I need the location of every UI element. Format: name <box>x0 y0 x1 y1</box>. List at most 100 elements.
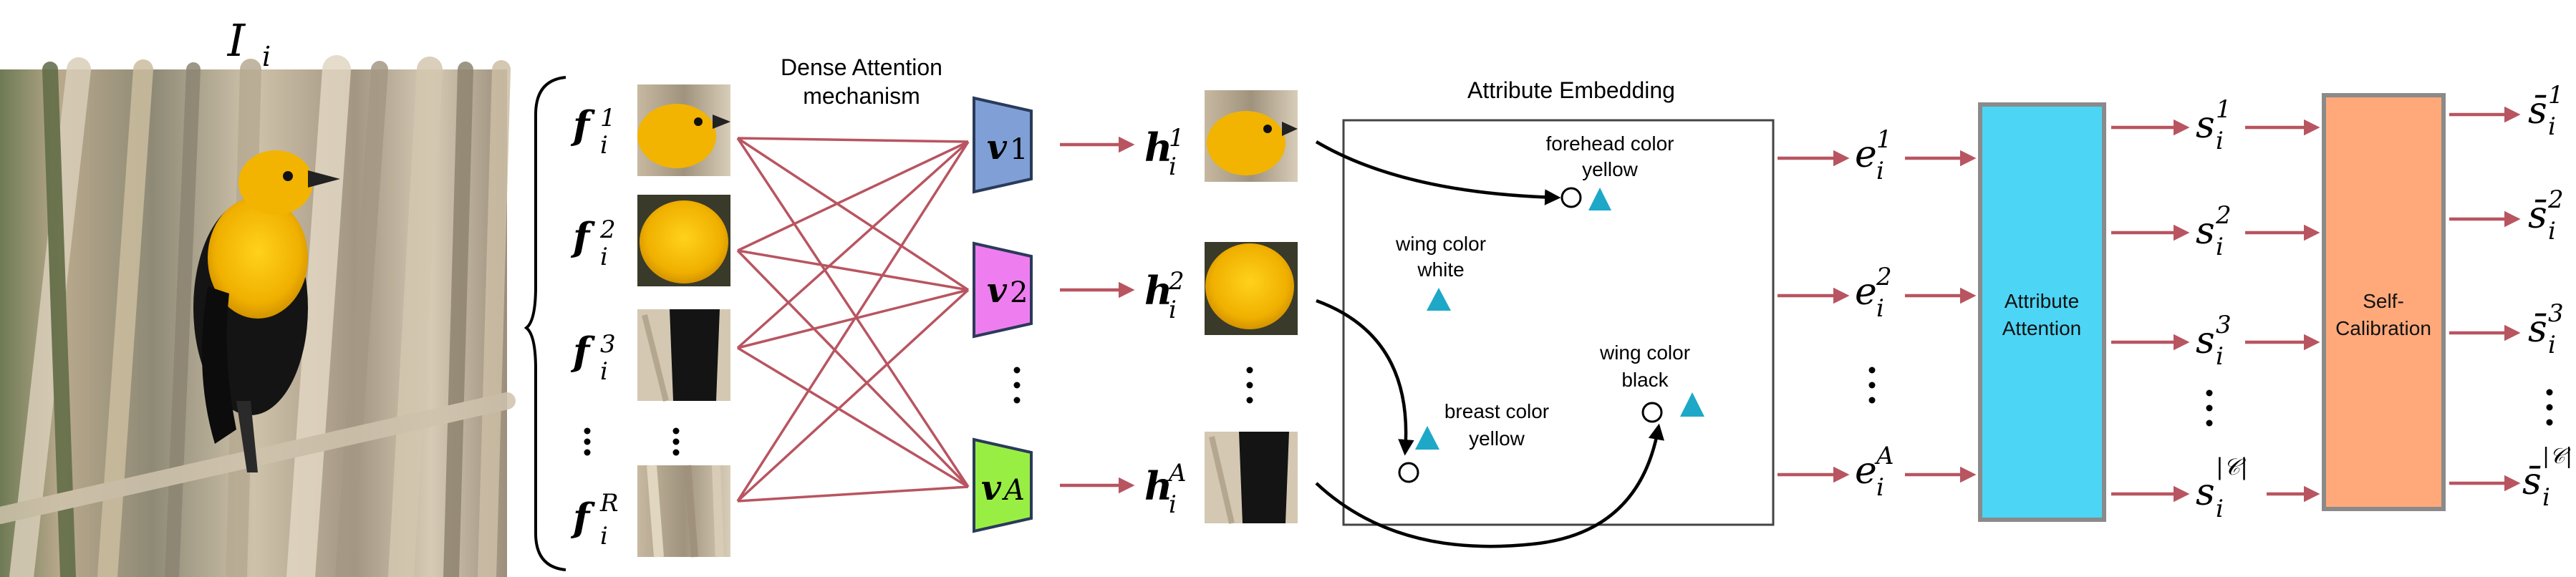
dense-line-2-2 <box>737 249 969 291</box>
svg-text:f: f <box>570 102 595 148</box>
point-wing-black-circle <box>1641 402 1663 423</box>
svg-text:e: e <box>1855 271 1877 314</box>
feature-brace <box>524 76 566 571</box>
calibrated-scores: s̄ 1 i s̄ 2 i s̄ 3 i s̄ |𝒞| i <box>2522 81 2572 512</box>
svg-text:s: s <box>2196 319 2215 362</box>
calibrated-score-3: s̄ 3 i <box>2528 299 2564 359</box>
svg-text:1: 1 <box>600 104 616 132</box>
hidden-states: h 1 i h 2 i h A i <box>1144 124 1253 519</box>
score-s3: s 3 i <box>2196 311 2232 371</box>
attribute-attention-block: Attribute Attention <box>1978 102 2106 522</box>
svg-text:A: A <box>1001 474 1025 507</box>
svg-text:s: s <box>2196 471 2215 514</box>
svg-text:e: e <box>1855 450 1877 493</box>
embedding-labels: forehead color yellow wing color white w… <box>1395 132 1690 450</box>
svg-text:h: h <box>1144 463 1172 509</box>
svg-text:2: 2 <box>1010 276 1028 309</box>
score-s1: s 1 i <box>2196 95 2232 155</box>
patch-hA <box>1205 432 1298 524</box>
hidden-ellipsis <box>1246 367 1253 404</box>
svg-text:breast color: breast color <box>1444 400 1549 422</box>
point-forehead-triangle <box>1588 188 1611 210</box>
dense-line-2-3 <box>736 249 970 488</box>
feature-patches <box>637 84 730 558</box>
svg-text:yellow: yellow <box>1582 158 1639 180</box>
embedding-to-e-arrows <box>1777 150 1850 483</box>
score-s2: s 2 i <box>2196 201 2232 261</box>
svg-text:A: A <box>1167 459 1187 488</box>
svg-text:e: e <box>1855 133 1877 176</box>
score-sC: s |𝒞| i <box>2196 453 2248 523</box>
svg-text:i: i <box>2216 127 2224 155</box>
dense-line-3-2 <box>737 288 969 349</box>
patch-h2 <box>1205 242 1298 335</box>
embedding-mapping-arrows <box>1315 140 1664 548</box>
dense-line-4-3 <box>737 485 969 503</box>
point-wing-black-triangle <box>1680 392 1704 417</box>
svg-text:mechanism: mechanism <box>803 83 920 109</box>
svg-text:black: black <box>1621 369 1669 391</box>
attention-module-ellipsis <box>1013 367 1021 404</box>
svg-text:i: i <box>1876 294 1884 323</box>
svg-text:forehead color: forehead color <box>1545 132 1674 155</box>
svg-text:i: i <box>600 243 608 271</box>
module-to-hidden-arrows <box>1060 136 1135 494</box>
feature-fR: f R i <box>570 489 619 551</box>
dense-line-2-1 <box>737 140 969 252</box>
svg-text:wing color: wing color <box>1599 341 1690 364</box>
point-breast-triangle <box>1415 426 1439 450</box>
svg-text:s: s <box>2196 104 2215 147</box>
embedding-label-wing-white: wing color white <box>1395 233 1486 281</box>
embedding-e1: e 1 i <box>1855 125 1892 185</box>
svg-text:2: 2 <box>1876 263 1892 291</box>
calibrated-score-1: s̄ 1 i <box>2528 81 2564 141</box>
svg-text:Attribute: Attribute <box>2005 290 2079 312</box>
svg-text:3: 3 <box>600 330 616 359</box>
feature-f3: f 3 i <box>570 329 616 386</box>
svg-text:i: i <box>1876 157 1884 185</box>
dense-line-1-2 <box>737 137 969 291</box>
embedding-ellipsis <box>1868 367 1876 404</box>
svg-text:f: f <box>570 329 595 374</box>
svg-text:2: 2 <box>1168 267 1185 296</box>
svg-text:s̄: s̄ <box>2528 89 2547 132</box>
embedding-label-wing-black: wing color black <box>1599 341 1690 391</box>
svg-text:i: i <box>600 131 608 160</box>
svg-text:i: i <box>1169 490 1177 519</box>
input-image-symbol: I <box>227 14 246 67</box>
svg-text:i: i <box>1169 296 1177 324</box>
svg-text:h: h <box>1144 268 1172 314</box>
hidden-hA: h A i <box>1144 459 1187 519</box>
embedding-label-breast: breast color yellow <box>1444 400 1549 450</box>
attention-to-score-arrows <box>2111 119 2190 503</box>
dense-line-4-1 <box>736 141 970 502</box>
svg-text:s̄: s̄ <box>2522 460 2542 503</box>
dense-line-1-1 <box>737 137 969 143</box>
attention-module-v2: v 2 <box>973 241 1033 339</box>
attention-module-vA: v A <box>973 437 1033 533</box>
dense-line-3-1 <box>736 140 970 349</box>
input-bird-photo <box>0 55 516 577</box>
attribute-embedding-title: Attribute Embedding <box>1467 77 1675 103</box>
svg-text:v: v <box>987 271 1008 311</box>
embedding-eA: e A i <box>1855 442 1894 502</box>
svg-text:1: 1 <box>1169 124 1185 152</box>
calibrated-score-C: s̄ |𝒞| i <box>2522 444 2572 512</box>
svg-text:f: f <box>570 495 595 540</box>
patch-f1 <box>637 84 730 176</box>
embedding-e2: e 2 i <box>1855 263 1892 323</box>
svg-text:yellow: yellow <box>1469 427 1525 450</box>
dense-attention-title: Dense Attention mechanism <box>781 54 942 109</box>
svg-text:i: i <box>2548 112 2556 141</box>
point-forehead-circle <box>1560 187 1582 208</box>
svg-text:2: 2 <box>2215 201 2232 230</box>
embedding-label-forehead: forehead color yellow <box>1545 132 1674 180</box>
patch-f3 <box>637 309 730 402</box>
svg-text:i: i <box>2216 342 2224 371</box>
hidden-h2: h 2 i <box>1144 267 1185 324</box>
svg-text:A: A <box>1874 442 1894 470</box>
input-image-subscript: i <box>262 41 271 72</box>
point-wing-white-triangle <box>1427 288 1451 311</box>
svg-text:v: v <box>987 127 1008 168</box>
